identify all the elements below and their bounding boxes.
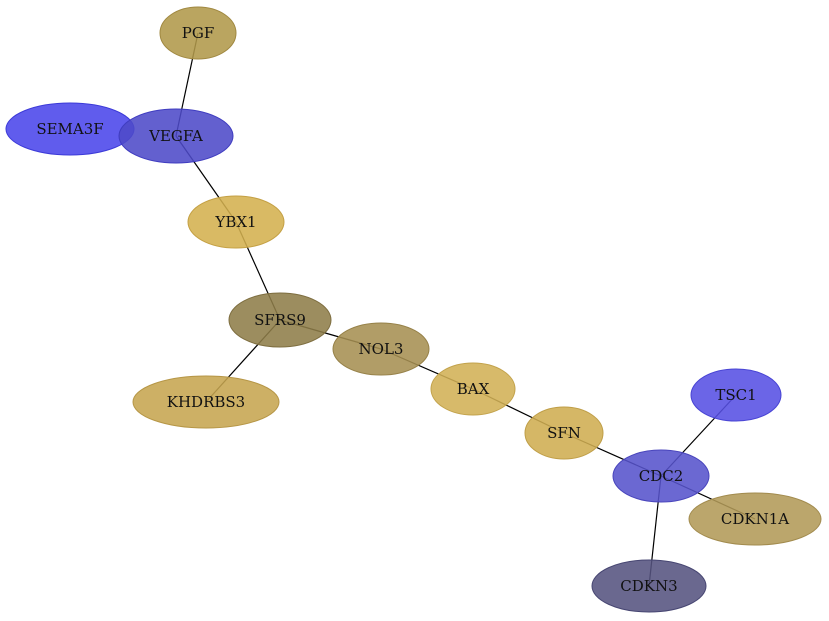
node-label-cdkn1a: CDKN1A: [721, 510, 789, 528]
node-sema3f[interactable]: SEMA3F: [5, 102, 135, 156]
node-label-bax: BAX: [457, 380, 490, 398]
node-shape-nol3: [332, 322, 430, 376]
node-shape-bax: [430, 362, 516, 416]
node-cdc2[interactable]: CDC2: [612, 449, 710, 503]
node-shape-ybx1: [187, 195, 285, 249]
node-shape-khdrbs3: [132, 375, 280, 429]
node-vegfa[interactable]: VEGFA: [118, 108, 234, 164]
node-label-khdrbs3: KHDRBS3: [167, 393, 245, 411]
node-bax[interactable]: BAX: [430, 362, 516, 416]
node-label-sema3f: SEMA3F: [36, 120, 103, 138]
node-label-tsc1: TSC1: [715, 386, 756, 404]
node-shape-cdkn3: [591, 559, 707, 613]
node-khdrbs3[interactable]: KHDRBS3: [132, 375, 280, 429]
node-label-sfrs9: SFRS9: [254, 311, 306, 329]
node-shape-tsc1: [690, 368, 782, 422]
node-shape-pgf: [159, 6, 237, 60]
node-tsc1[interactable]: TSC1: [690, 368, 782, 422]
node-label-pgf: PGF: [182, 24, 214, 42]
node-ybx1[interactable]: YBX1: [187, 195, 285, 249]
node-label-ybx1: YBX1: [214, 213, 256, 231]
node-shape-sfn: [524, 406, 604, 460]
node-label-cdkn3: CDKN3: [620, 577, 677, 595]
node-label-nol3: NOL3: [359, 340, 404, 358]
node-pgf[interactable]: PGF: [159, 6, 237, 60]
node-label-sfn: SFN: [547, 424, 581, 442]
node-label-cdc2: CDC2: [639, 467, 684, 485]
node-label-vegfa: VEGFA: [148, 127, 203, 145]
node-nol3[interactable]: NOL3: [332, 322, 430, 376]
node-sfrs9[interactable]: SFRS9: [228, 292, 332, 348]
node-cdkn3[interactable]: CDKN3: [591, 559, 707, 613]
node-shape-cdc2: [612, 449, 710, 503]
node-shape-cdkn1a: [688, 492, 822, 546]
node-shape-sfrs9: [228, 292, 332, 348]
node-shape-vegfa: [118, 108, 234, 164]
node-sfn[interactable]: SFN: [524, 406, 604, 460]
node-cdkn1a[interactable]: CDKN1A: [688, 492, 822, 546]
